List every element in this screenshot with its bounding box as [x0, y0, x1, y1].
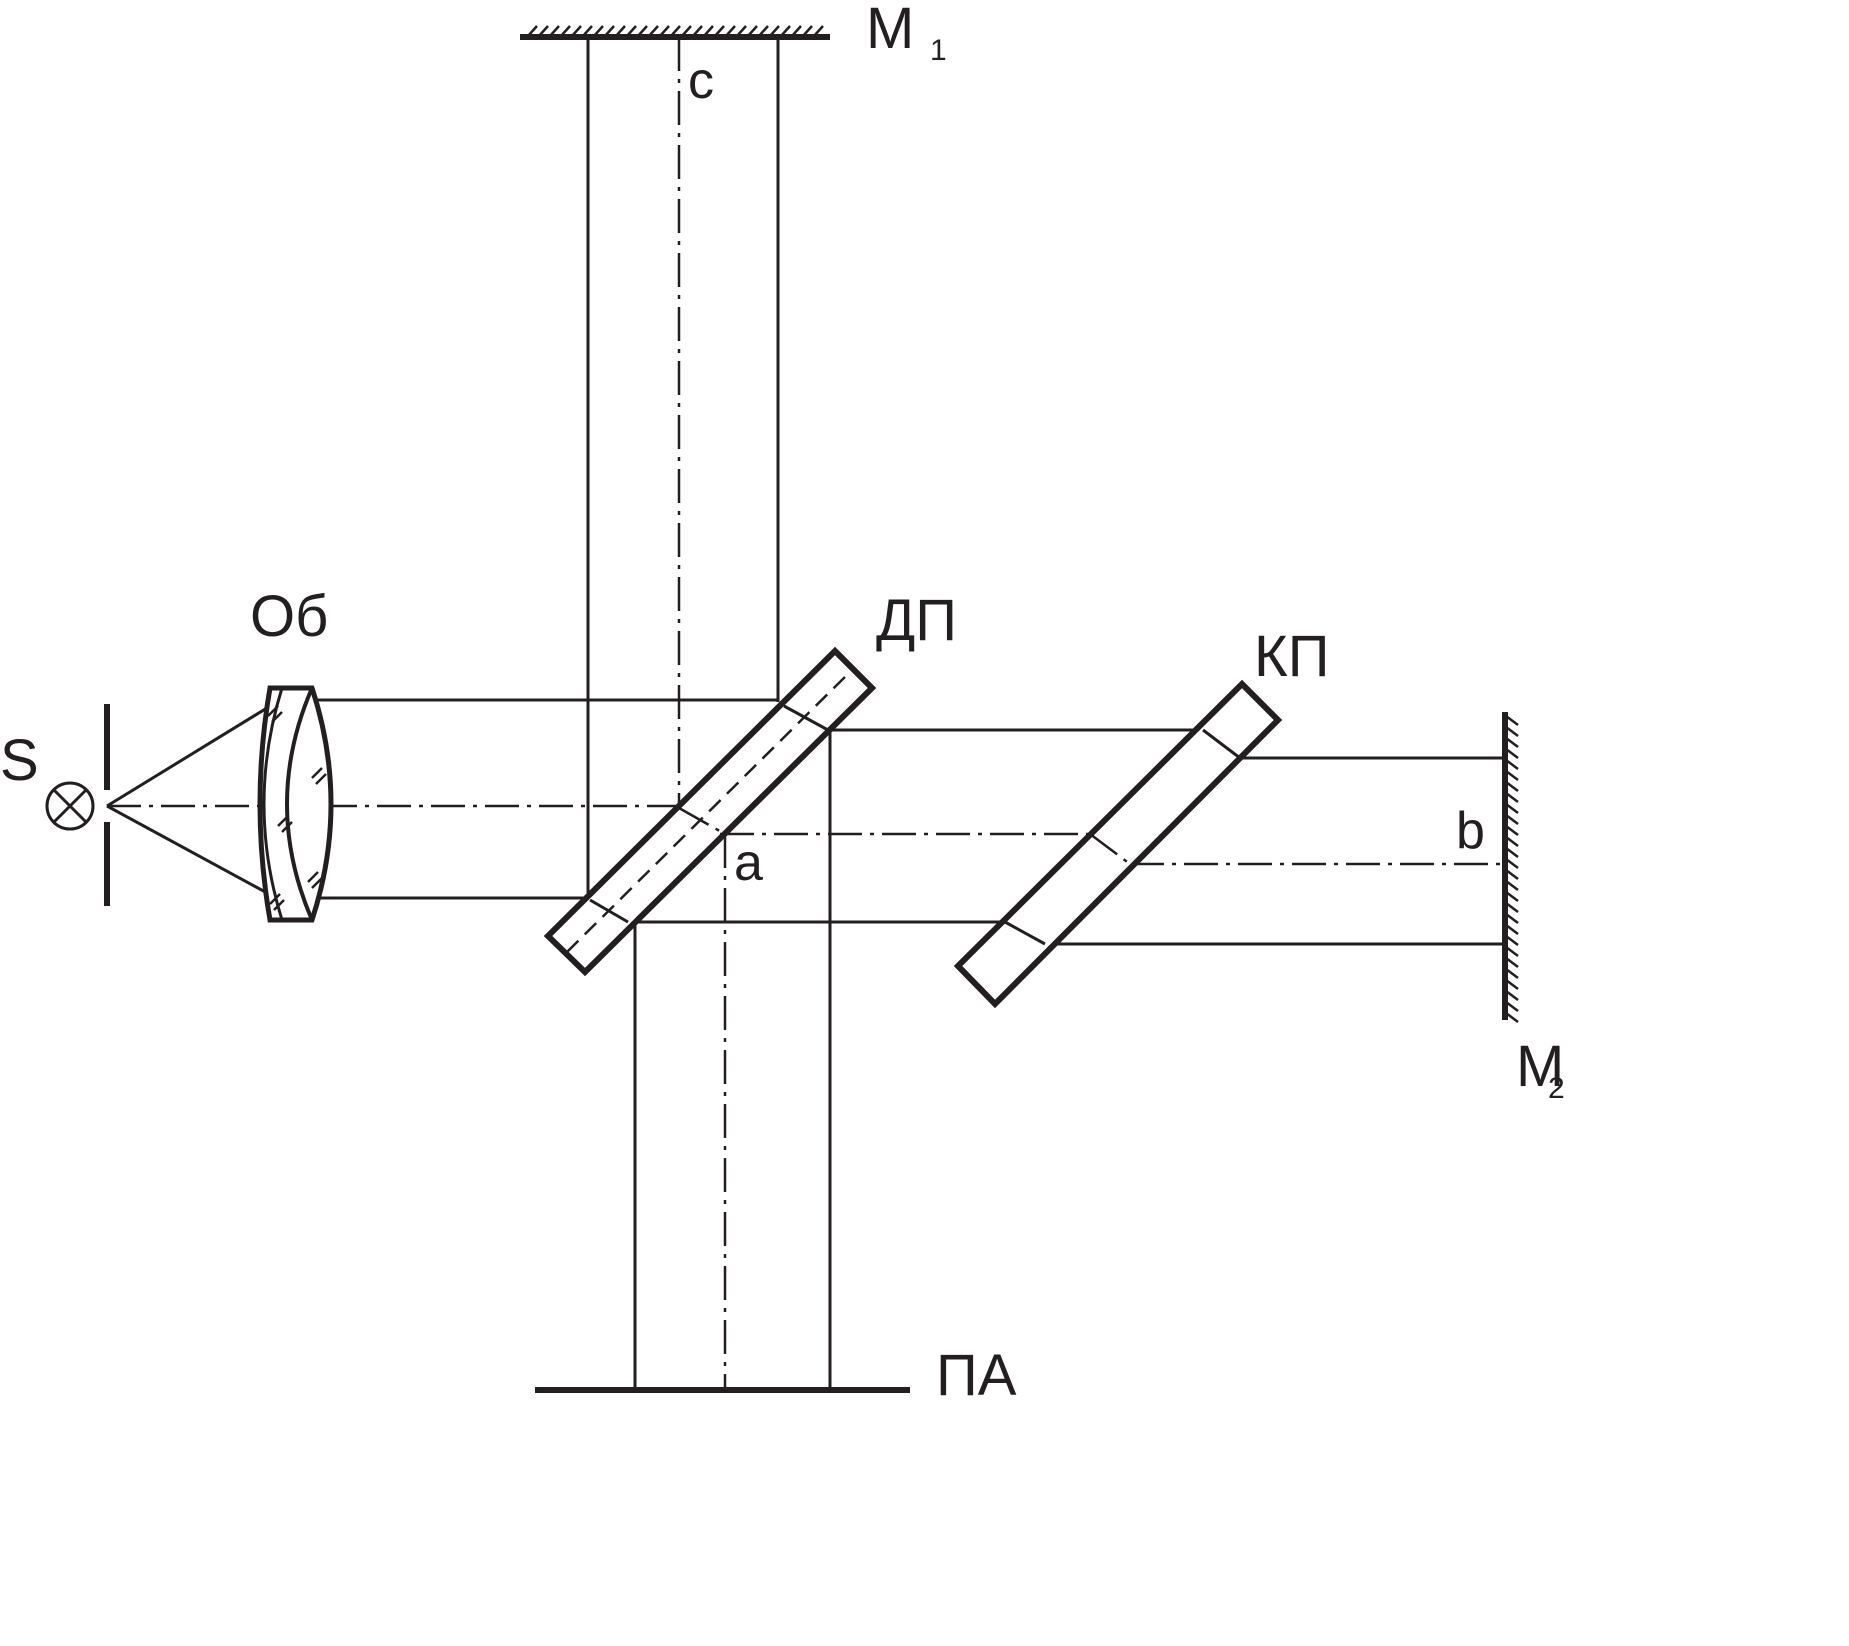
- hatch-line: [1505, 792, 1519, 803]
- hatch-line: [1505, 913, 1519, 924]
- hatch-line: [1505, 759, 1519, 770]
- hatch-line: [1505, 814, 1519, 825]
- interferometer-diagram: S Об ДП КП M 1 M 2 ПА a b c: [0, 0, 1565, 1398]
- hatch-line: [571, 25, 582, 37]
- beam-to-m2: [635, 728, 1505, 946]
- hatch-line: [527, 25, 538, 37]
- hatch-line: [1505, 957, 1519, 968]
- hatch-line: [791, 25, 802, 37]
- label-source: S: [0, 728, 39, 793]
- hatch-line: [769, 25, 780, 37]
- hatch-line: [549, 25, 560, 37]
- hatch-line: [1505, 935, 1519, 946]
- hatch-line: [758, 25, 769, 37]
- hatch-line: [1505, 1012, 1519, 1023]
- hatch-line: [670, 25, 681, 37]
- hatch-line: [538, 25, 549, 37]
- label-mirror2-sub: 2: [1548, 1072, 1565, 1105]
- hatch-line: [1505, 858, 1519, 869]
- diverging-rays: [106, 698, 281, 902]
- hatch-line: [648, 25, 659, 37]
- hatch-line: [604, 25, 615, 37]
- hatch-line: [1505, 1001, 1519, 1012]
- label-point-a: a: [734, 834, 763, 892]
- collimated-beam: [318, 698, 778, 900]
- hatch-line: [626, 25, 637, 37]
- label-compensator: КП: [1254, 624, 1329, 689]
- label-point-c: c: [688, 52, 714, 110]
- label-objective: Об: [250, 584, 328, 649]
- hatch-line: [1505, 924, 1519, 935]
- hatch-line: [593, 25, 604, 37]
- hatch-line: [659, 25, 670, 37]
- light-source: [45, 781, 95, 831]
- hatch-line: [1505, 748, 1519, 759]
- hatch-line: [1505, 847, 1519, 858]
- hatch-line: [1505, 979, 1519, 990]
- label-mirror2: M: [1516, 1034, 1564, 1099]
- hatch-line: [1505, 968, 1519, 979]
- hatch-line: [747, 25, 758, 37]
- label-receiver: ПА: [936, 1343, 1017, 1398]
- hatch-line: [1505, 781, 1519, 792]
- hatch-line: [1505, 836, 1519, 847]
- hatch-line: [802, 25, 813, 37]
- hatch-line: [615, 25, 626, 37]
- label-mirror1-sub: 1: [930, 34, 947, 67]
- label-point-b: b: [1456, 802, 1485, 860]
- label-beam-splitter: ДП: [876, 588, 957, 653]
- hatch-line: [780, 25, 791, 37]
- hatch-line: [703, 25, 714, 37]
- hatch-line: [1505, 946, 1519, 957]
- label-mirror1: M: [866, 0, 914, 61]
- mirror-m1-hatching: [527, 25, 824, 37]
- hatch-line: [736, 25, 747, 37]
- hatch-line: [582, 25, 593, 37]
- hatch-line: [1505, 803, 1519, 814]
- output-beam: [633, 730, 832, 1390]
- hatch-line: [714, 25, 725, 37]
- hatch-line: [1505, 902, 1519, 913]
- hatch-line: [560, 25, 571, 37]
- beam-splitter: [543, 646, 877, 977]
- hatch-line: [1505, 825, 1519, 836]
- beam-to-m1: [586, 37, 780, 897]
- hatch-line: [692, 25, 703, 37]
- lens-glass-hatch: [267, 705, 327, 911]
- hatch-line: [1505, 990, 1519, 1001]
- hatch-line: [637, 25, 648, 37]
- hatch-line: [1505, 770, 1519, 781]
- hatch-line: [813, 25, 824, 37]
- objective-lens: [257, 685, 334, 923]
- hatch-line: [1505, 891, 1519, 902]
- hatch-line: [1505, 715, 1519, 726]
- hatch-line: [1505, 880, 1519, 891]
- hatch-line: [1505, 726, 1519, 737]
- hatch-line: [1505, 869, 1519, 880]
- compensator-plate: [953, 679, 1283, 1009]
- mirror-m1: [520, 25, 830, 40]
- hatch-line: [725, 25, 736, 37]
- mirror-m2: [1502, 712, 1519, 1023]
- hatch-line: [1505, 737, 1519, 748]
- mirror-m2-hatching: [1505, 715, 1519, 1023]
- hatch-line: [681, 25, 692, 37]
